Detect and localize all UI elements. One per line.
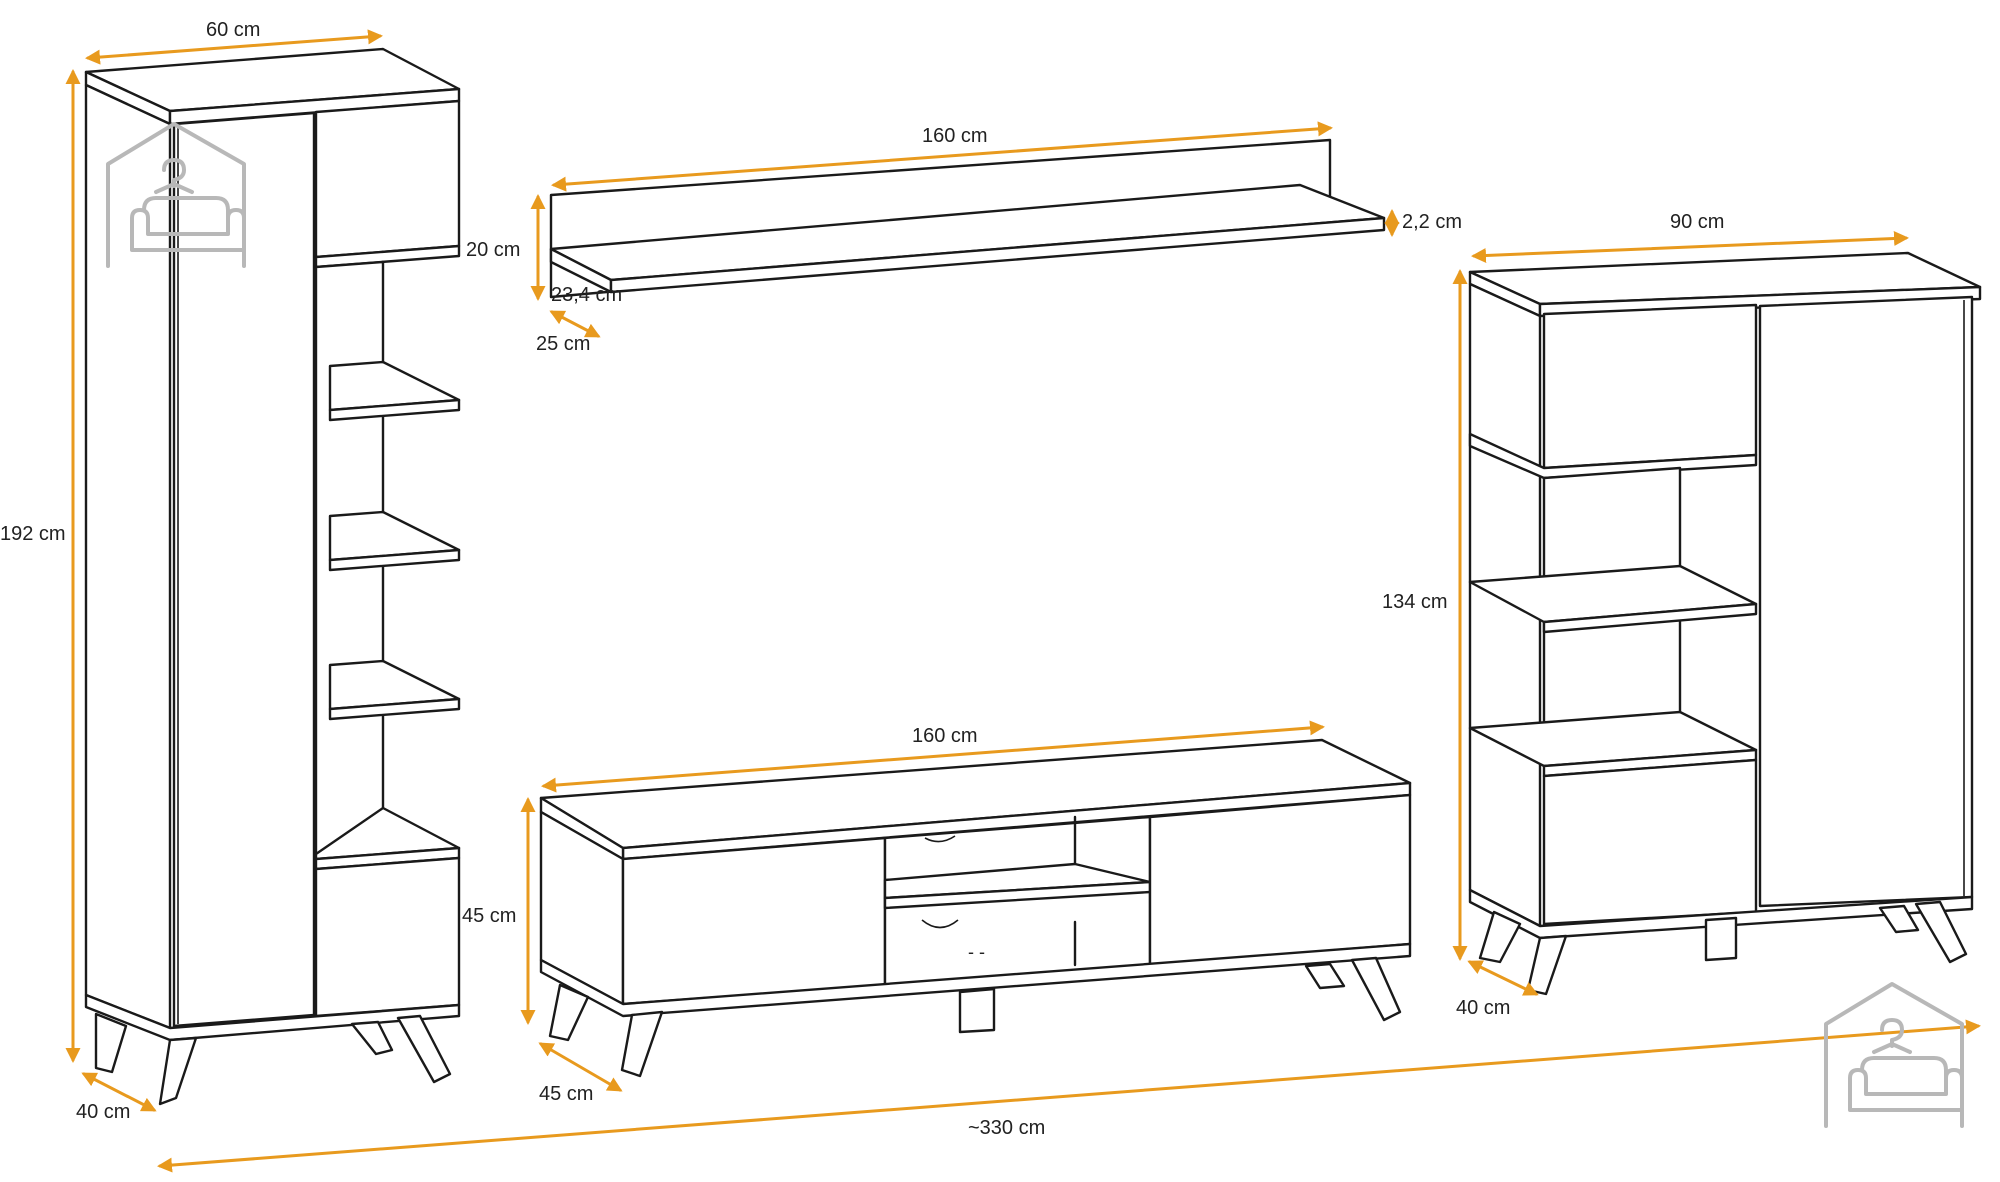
label-shelf-width: 160 cm [922,125,988,147]
dimension-lines [65,29,1981,1173]
label-tv-height: 45 cm [462,905,516,927]
dimension-labels: 60 cm 192 cm 40 cm 20 cm 160 cm 2,2 cm 2… [0,19,1724,1139]
dim-line-hb-width [1471,231,1909,263]
tall-cabinet [84,47,461,1106]
label-tall-depth: 40 cm [76,1101,130,1123]
tv-stand: - - [539,738,1412,1078]
label-hb-depth: 40 cm [1456,997,1510,1019]
dim-line-shelf-width [551,121,1333,192]
dim-line-tv-width [541,720,1325,793]
label-upper-box-height: 20 cm [466,239,520,261]
label-tall-width: 60 cm [206,19,260,41]
dim-line-tall-depth [81,1072,157,1112]
dim-line-total-width [157,1019,1981,1173]
highboard [1468,251,1982,996]
label-hb-width: 90 cm [1670,211,1724,233]
svg-text:- -: - - [968,942,985,962]
house-sofa-logo-icon-bottom [1824,982,1964,1128]
label-tall-height: 192 cm [0,523,66,545]
dim-line-hb-depth [1467,960,1539,996]
label-shelf-depth: 25 cm [536,333,590,355]
dim-line-shelf-depth [549,310,601,338]
wall-shelf [549,138,1386,299]
label-shelf-thickness: 2,2 cm [1402,211,1462,233]
label-hb-height: 134 cm [1382,591,1448,613]
label-total-width: ~330 cm [968,1117,1045,1139]
house-sofa-logo-icon [106,122,246,268]
dim-line-tall-width [85,29,383,65]
label-tv-width: 160 cm [912,725,978,747]
label-shelf-height: 23,4 cm [551,284,622,306]
label-tv-depth: 45 cm [539,1083,593,1105]
